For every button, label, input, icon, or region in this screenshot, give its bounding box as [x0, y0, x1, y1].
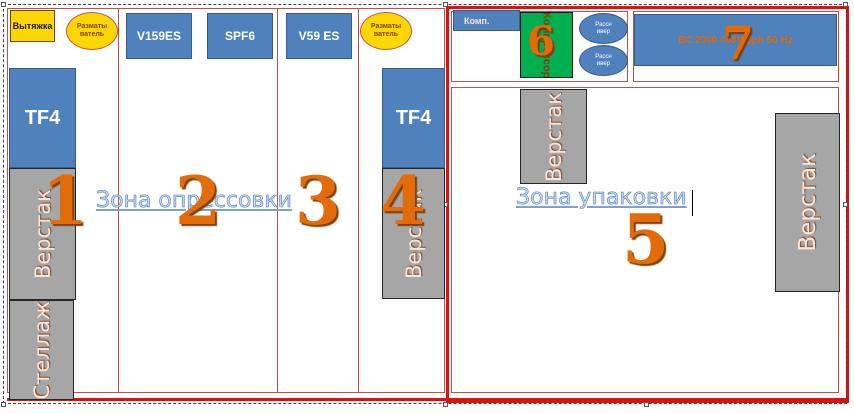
bottom-red-line — [7, 398, 849, 401]
receiver-bottom[interactable]: Рассн ивер — [579, 45, 628, 76]
workbench-left[interactable]: Верстак — [9, 168, 76, 300]
v59es-machine[interactable]: V59 ES — [286, 13, 352, 59]
unwinder-left[interactable]: Разматыватель — [66, 12, 118, 50]
zone-7-frame — [633, 11, 839, 82]
unwinder-right[interactable]: Разматыватель — [360, 12, 412, 50]
rack-label: Стеллаж — [29, 300, 54, 400]
square-handle-icon[interactable] — [443, 2, 448, 7]
workbench-zone-5-small[interactable]: Верстак — [520, 89, 587, 184]
v159es-machine[interactable]: V159ES — [126, 13, 192, 59]
zone-number-1: 1 — [42, 162, 88, 240]
fume-hood[interactable]: Вытяжка — [10, 10, 55, 42]
rack[interactable]: Стеллаж — [9, 300, 74, 400]
zone-6-frame — [451, 11, 628, 82]
tf4-machine-right[interactable]: TF4 — [382, 68, 445, 168]
square-handle-icon[interactable] — [1, 2, 6, 7]
unwinder-left-label: Разматыватель — [76, 23, 108, 38]
v59es-label: V59 ES — [298, 29, 340, 43]
receiver-top[interactable]: Рассн ивер — [579, 13, 628, 44]
workbench-zone-4[interactable]: Верстак — [382, 168, 445, 299]
workbench-zone-5-large[interactable]: Верстак — [775, 113, 840, 292]
unwinder-right-label: Разматыватель — [370, 23, 402, 38]
compressor[interactable]: Компрессор — [520, 12, 573, 78]
square-handle-icon[interactable] — [843, 202, 848, 207]
packing-zone-label: Зона упаковки — [516, 185, 687, 211]
spf6-label: SPF6 — [224, 29, 255, 43]
fume-hood-label: Вытяжка — [12, 21, 53, 31]
workbench-zone-5-small-label: Верстак — [541, 91, 566, 182]
square-handle-icon[interactable] — [443, 402, 448, 407]
zone-number-2: 2 — [175, 162, 221, 240]
zone-number-5: 5 — [622, 200, 670, 280]
tf4-machine-left[interactable]: TF4 — [9, 68, 76, 168]
computer-label: Комп. — [464, 15, 490, 26]
v159es-label: V159ES — [136, 29, 182, 43]
crimping-zone-label: Зона опрессовки — [96, 188, 293, 214]
zone-number-3: 3 — [295, 162, 341, 240]
square-handle-icon[interactable] — [644, 402, 649, 407]
power-box-label: ВС 2000 400V 3ph 50 Hz — [678, 34, 793, 46]
square-handle-icon[interactable] — [1, 402, 6, 407]
tf4-left-label: TF4 — [24, 106, 61, 129]
workbench-zone-5-large-label: Верстак — [794, 153, 821, 252]
power-box[interactable]: ВС 2000 400V 3ph 50 Hz — [634, 14, 837, 66]
computer[interactable]: Комп. — [453, 10, 520, 31]
zone-number-6: 6 — [527, 18, 555, 65]
spf6-machine[interactable]: SPF6 — [207, 13, 273, 59]
receiver-top-label: Рассн ивер — [595, 21, 612, 35]
receiver-bottom-label: Рассн ивер — [595, 53, 612, 67]
compressor-label: Компрессор — [540, 12, 553, 78]
tf4-right-label: TF4 — [395, 106, 432, 129]
zone-number-4: 4 — [380, 162, 426, 240]
square-handle-icon[interactable] — [843, 2, 848, 7]
zone-number-7: 7 — [722, 16, 755, 70]
text-cursor-icon — [692, 190, 693, 216]
